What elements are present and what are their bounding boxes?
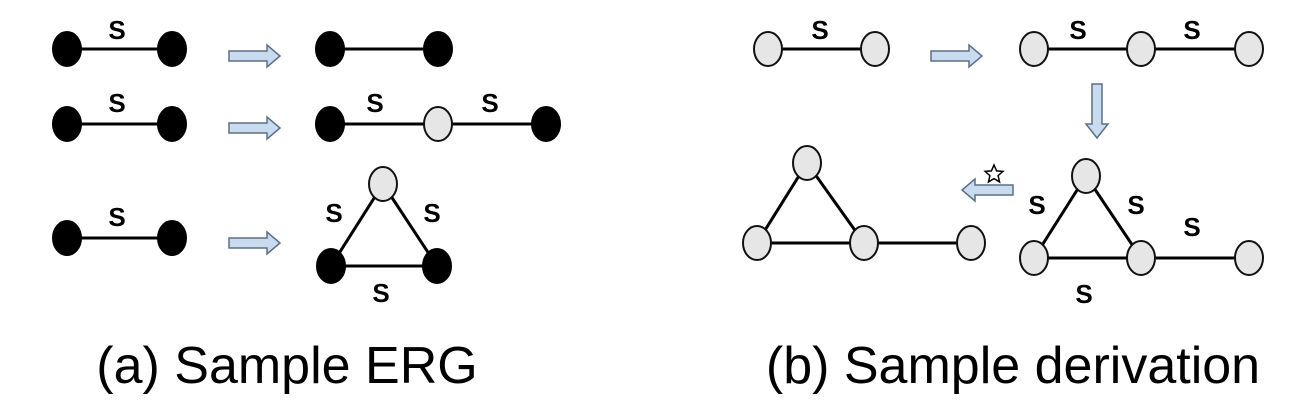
rule-1: S (52, 15, 453, 69)
nonterminal-node (368, 166, 398, 202)
edge-label: S (108, 15, 125, 45)
edge-label: S (1183, 15, 1200, 45)
rule-1-lhs: S (52, 15, 187, 67)
nonterminal-node (1234, 31, 1264, 67)
nonterminal-node (1019, 31, 1049, 67)
transitive-step-arrow (960, 163, 1014, 203)
terminal-node (531, 106, 561, 142)
edge-label: S (481, 88, 498, 118)
caption-a: (a) Sample ERG (96, 337, 477, 395)
right-arrow-icon (930, 43, 984, 69)
edge-label: S (423, 198, 440, 228)
nonterminal-node (753, 31, 783, 67)
rule-2-lhs: S (52, 88, 187, 142)
nonterminal-node (1234, 240, 1264, 276)
edge-label: S (108, 202, 125, 232)
derivation-step-2: S S (1019, 15, 1264, 67)
right-arrow-icon (228, 115, 282, 141)
derivation-step-1: S (753, 15, 890, 67)
terminal-node (315, 31, 345, 67)
edge-label: S (1075, 279, 1092, 309)
terminal-node (423, 31, 453, 67)
rule-2-rhs: S S (315, 88, 561, 142)
nonterminal-node (792, 145, 822, 181)
nonterminal-node (1126, 240, 1156, 276)
terminal-node (157, 106, 187, 142)
panel-b: S S S S S S S (742, 15, 1264, 395)
right-arrow-icon (228, 230, 282, 256)
edge-label: S (372, 278, 389, 308)
terminal-node (157, 31, 187, 67)
rule-1-rhs (315, 31, 453, 67)
edge-label: S (108, 88, 125, 118)
terminal-node (52, 106, 82, 142)
nonterminal-node (849, 225, 879, 261)
edge-label: S (1028, 190, 1045, 220)
star-icon (983, 163, 1005, 184)
terminal-node (52, 31, 82, 67)
edge-label: S (325, 198, 342, 228)
derivation-step-3: S S S S (1019, 158, 1264, 309)
edge-label: S (1127, 190, 1144, 220)
edge-label: S (1069, 15, 1086, 45)
terminal-node (422, 248, 452, 284)
right-arrow-icon (228, 43, 282, 69)
nonterminal-node (742, 225, 772, 261)
edge-label: S (366, 88, 383, 118)
terminal-node (315, 106, 345, 142)
terminal-node (52, 220, 82, 256)
down-arrow-icon (1084, 83, 1110, 140)
rule-3-lhs: S (52, 202, 187, 256)
nonterminal-node (423, 106, 453, 142)
terminal-node (157, 220, 187, 256)
edge-label: S (811, 15, 828, 45)
nonterminal-node (1126, 31, 1156, 67)
nonterminal-node (1019, 240, 1049, 276)
caption-b: (b) Sample derivation (766, 337, 1260, 395)
nonterminal-node (1071, 158, 1101, 194)
nonterminal-node (860, 31, 890, 67)
rule-3-rhs: S S S (316, 166, 452, 308)
terminal-node (316, 248, 346, 284)
edge-label: S (1183, 212, 1200, 242)
panel-a: S S S S (52, 15, 561, 395)
left-arrow-icon (960, 177, 1014, 203)
derivation-step-4 (742, 145, 986, 261)
rule-3: S S S S (52, 166, 452, 308)
rule-2: S S S (52, 88, 561, 142)
nonterminal-node (956, 225, 986, 261)
